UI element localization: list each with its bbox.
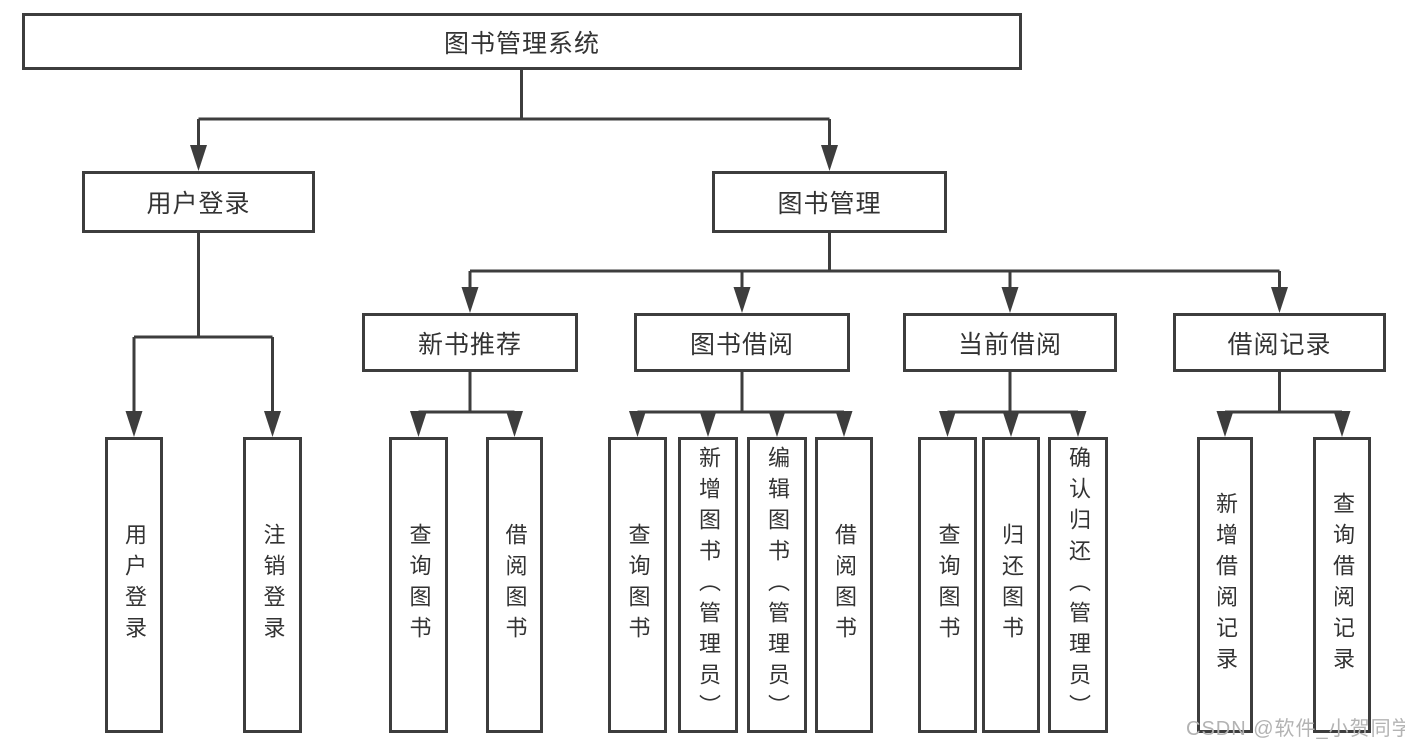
leaf-query-books-borrow: 查询图书 [608, 437, 667, 733]
leaf-add-book-admin: 新增图书（管理员） [678, 437, 738, 733]
leaf-query-borrow-record: 查询借阅记录 [1313, 437, 1371, 733]
leaf-query-books-current: 查询图书 [918, 437, 977, 733]
leaf-confirm-return-admin: 确认归还（管理员） [1048, 437, 1108, 733]
leaf-user-login: 用户登录 [105, 437, 163, 733]
leaf-query-books-recommend: 查询图书 [389, 437, 448, 733]
node-new-book-recommend: 新书推荐 [362, 313, 578, 372]
leaf-edit-book-admin: 编辑图书（管理员） [747, 437, 807, 733]
node-book-borrow: 图书借阅 [634, 313, 850, 372]
csdn-watermark: CSDN @软件_小贺同学 [1186, 718, 1405, 740]
leaf-logout: 注销登录 [243, 437, 302, 733]
node-book-management: 图书管理 [712, 171, 947, 233]
leaf-borrow-books-borrow: 借阅图书 [815, 437, 873, 733]
node-user-login: 用户登录 [82, 171, 315, 233]
arrowhead-icons [125, 145, 1351, 437]
node-current-borrow: 当前借阅 [903, 313, 1117, 372]
leaf-add-borrow-record: 新增借阅记录 [1197, 437, 1253, 733]
leaf-borrow-books-recommend: 借阅图书 [486, 437, 543, 733]
node-root-system: 图书管理系统 [22, 13, 1022, 70]
node-borrow-records: 借阅记录 [1173, 313, 1386, 372]
leaf-return-books: 归还图书 [982, 437, 1040, 733]
